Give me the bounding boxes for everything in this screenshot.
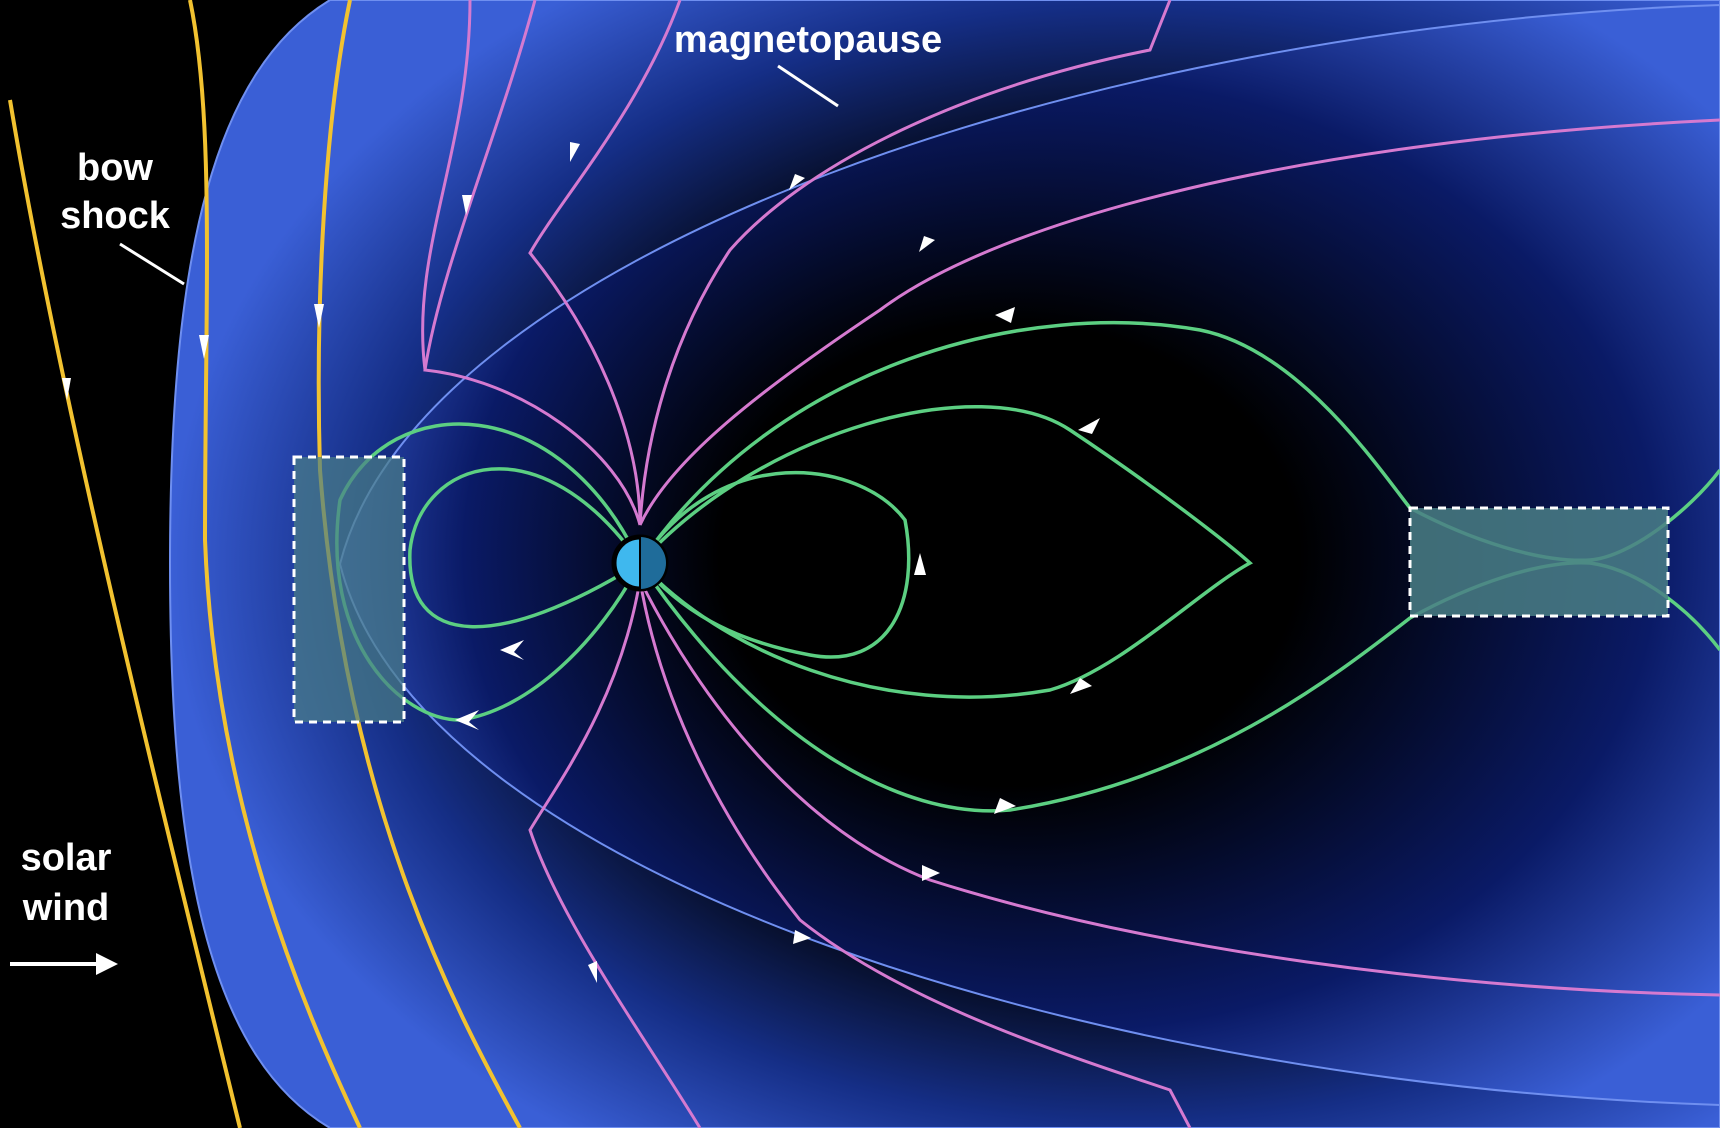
arrow-icon [789,174,805,190]
magnetopause-label: magnetopause [674,19,942,61]
dayside-reconnection-box [292,455,406,724]
open-field-line [638,118,1720,526]
open-field-line [421,0,472,371]
open-field-arrows [462,142,940,983]
bow-shock-pointer [119,242,185,286]
magnetopause-pointer [777,64,839,108]
open-field-line [638,579,1720,997]
solar-wind-label-line2: wind [22,887,110,929]
arrow-icon [994,798,1016,814]
arrow-icon [462,195,472,215]
open-field-lines [421,0,1720,1129]
closed-field-line [408,467,642,629]
solar-wind-arrow-icon [10,953,118,975]
arrow-icon [914,553,926,575]
arrow-icon [1070,678,1092,694]
bow-shock-label-line2: shock [60,195,171,237]
open-field-line [638,579,1192,1129]
arrow-icon [570,142,580,162]
open-field-line [638,0,1172,526]
arrow-icon [500,640,524,660]
open-field-line [528,0,682,526]
open-field-line [528,579,702,1129]
closed-field-line [638,404,1254,699]
arrow-icon [588,961,597,983]
arrow-down-icon [62,378,71,400]
bow-shock-label-line1: bow [77,147,153,189]
arrow-icon [995,307,1015,323]
arrow-icon [1078,418,1100,434]
arrow-icon [919,236,935,252]
earth-icon [611,534,669,592]
closed-field-arrows [455,307,1100,814]
imf-arrows [62,304,324,400]
arrow-down-icon [199,335,209,359]
arrow-down-icon [314,304,324,328]
arrow-icon [922,865,940,881]
arrow-icon [793,930,811,944]
imf-line [188,0,362,1129]
arrow-icon [455,710,479,730]
solar-wind-label-line1: solar [21,837,112,879]
nightside-reconnection-box [1408,506,1670,618]
imf-line [8,99,242,1129]
